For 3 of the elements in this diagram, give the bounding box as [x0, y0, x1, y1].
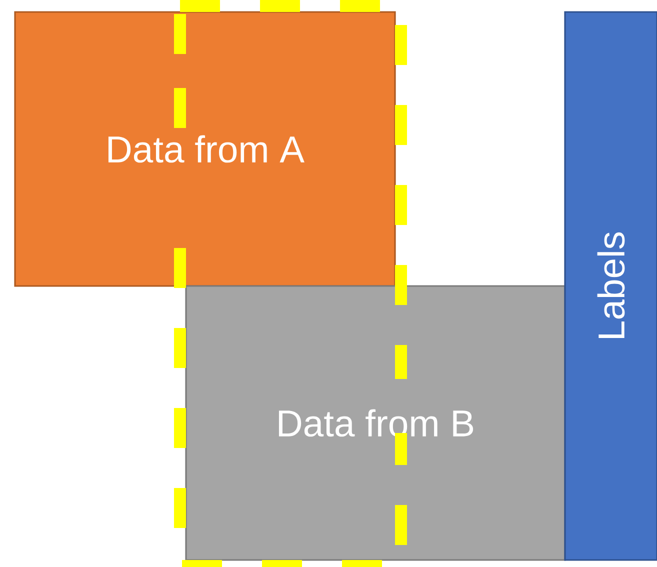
data-box: Data from B [185, 285, 566, 561]
data-box: Data from A [14, 11, 396, 287]
label-bar: Labels [564, 11, 657, 561]
